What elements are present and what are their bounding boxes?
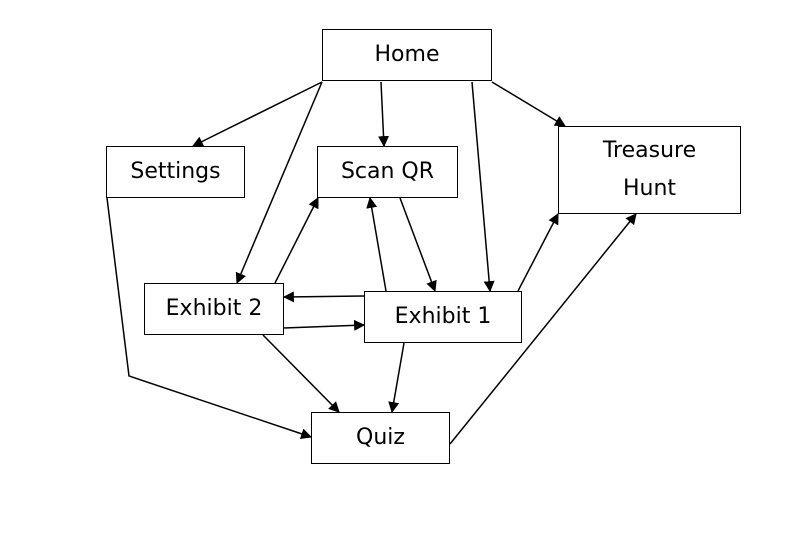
edge-quiz-to-treasure-hunt xyxy=(449,213,637,445)
edge-exhibit1-to-quiz xyxy=(388,342,405,414)
node-exhibit-1: Exhibit 1 xyxy=(364,291,522,343)
edge-exhibit1-to-treasure-hunt xyxy=(517,213,559,292)
node-treasure-hunt: Treasure Hunt xyxy=(558,126,741,214)
edge-home-to-treasure-hunt xyxy=(491,81,566,127)
node-home: Home xyxy=(322,29,492,81)
node-settings: Settings xyxy=(106,146,245,198)
edge-scanqr-to-exhibit1 xyxy=(399,197,437,293)
edge-exhibit1-to-scanqr xyxy=(366,196,387,292)
edge-exhibit2-to-exhibit1 xyxy=(283,319,366,331)
node-scan-qr: Scan QR xyxy=(317,146,458,198)
edge-home-to-settings xyxy=(192,81,323,147)
node-exhibit-2: Exhibit 2 xyxy=(144,283,284,335)
edge-exhibit2-to-quiz xyxy=(262,334,340,413)
edge-exhibit1-to-exhibit2 xyxy=(282,291,365,303)
edge-home-to-exhibit2 xyxy=(235,81,323,285)
edge-home-to-scanqr xyxy=(378,81,390,148)
edge-settings-to-quiz xyxy=(106,197,313,440)
node-quiz: Quiz xyxy=(311,412,450,464)
edge-exhibit2-to-scanqr xyxy=(274,197,319,284)
edge-home-to-exhibit1 xyxy=(471,81,495,293)
